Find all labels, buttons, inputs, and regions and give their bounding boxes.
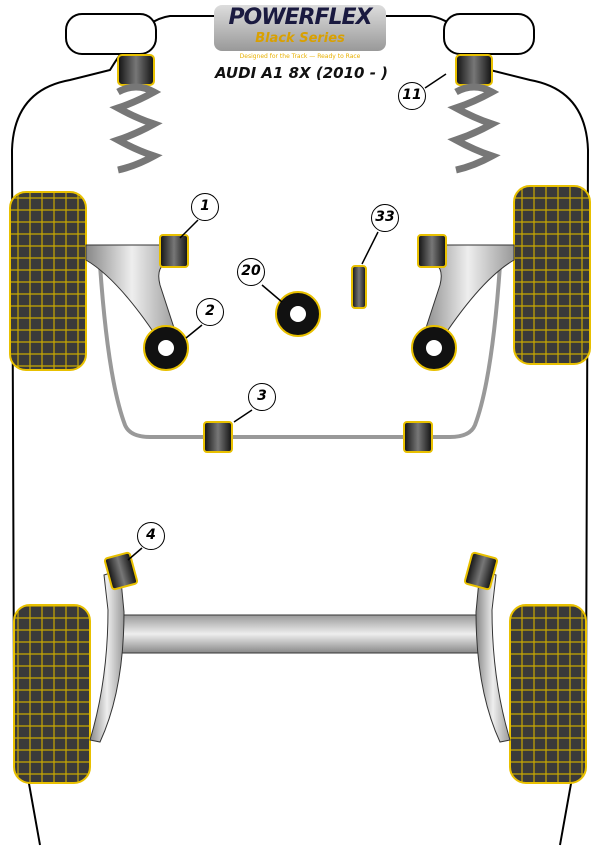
brand-name: POWERFLEX [228, 5, 372, 30]
spring-left [109, 54, 163, 174]
bush-3-right [403, 421, 433, 453]
vehicle-title: AUDI A1 8X (2010 - ) [215, 64, 388, 82]
tyre-front-left [9, 191, 87, 371]
anti-roll-bar [98, 264, 502, 439]
bush-4-right [463, 551, 499, 591]
brand-tagline: Designed for the Track — Ready to Race [239, 53, 361, 60]
callout-4: 4 [137, 522, 165, 550]
rear-beam [109, 614, 491, 654]
leader-lines [127, 73, 447, 561]
callout-3: 3 [248, 383, 276, 411]
wheel-arch-right [443, 13, 535, 55]
bush-1-right [417, 234, 447, 268]
tyre-rear-right [509, 604, 587, 784]
callout-20: 20 [237, 258, 265, 286]
wheel-arch-left [65, 13, 157, 55]
bush-3-left [203, 421, 233, 453]
callout-11: 11 [398, 82, 426, 110]
tyre-rear-left [13, 604, 91, 784]
powerflex-logo: POWERFLEX Black Series [214, 5, 386, 51]
bush-4-left [103, 551, 139, 591]
tyre-front-right [513, 185, 591, 365]
brand-series: Black Series [255, 31, 345, 46]
bush-1-left [159, 234, 189, 268]
callout-1: 1 [191, 193, 219, 221]
callout-33: 33 [371, 204, 399, 232]
callout-2: 2 [196, 298, 224, 326]
bush-33 [351, 265, 367, 309]
spring-right [447, 54, 501, 174]
